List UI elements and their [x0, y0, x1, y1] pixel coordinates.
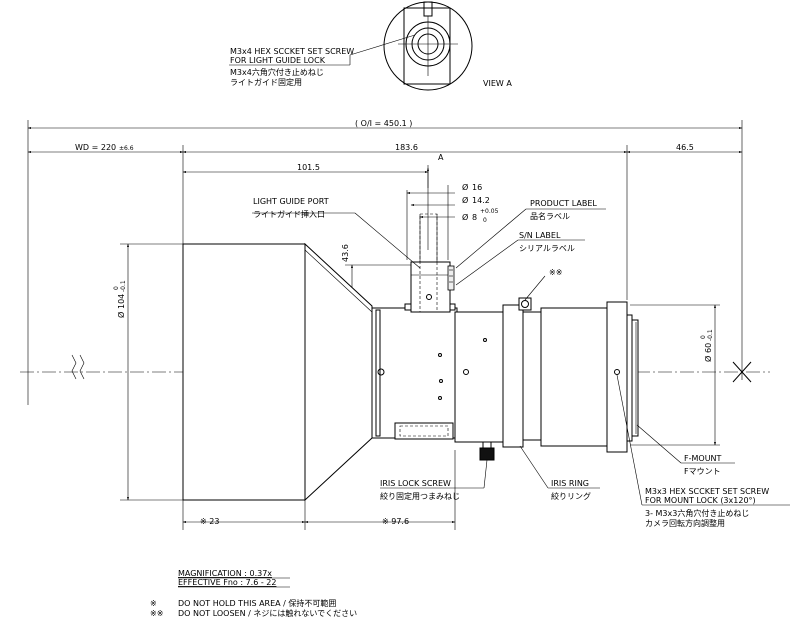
- dim-8: 8: [472, 213, 477, 222]
- dim-16: 16: [472, 183, 482, 192]
- arrow-a-label: A: [438, 153, 444, 162]
- dim-8-tol-hi: +0.05: [480, 208, 499, 215]
- dim-phi-104-group: Ø 104 0 -0.1: [113, 280, 127, 318]
- phi-symbol-1: Ø: [462, 182, 468, 192]
- dim-14-2: 14.2: [472, 196, 490, 205]
- view-a-screw-label-1: M3x4 HEX SCCKET SET SCREW: [230, 47, 354, 56]
- notes-block: MAGNIFICATION : 0.37x EFFECTIVE Fno : 7.…: [150, 569, 357, 618]
- iris-lock-screw-label-jp: 絞り固定用つまみねじ: [380, 491, 460, 501]
- sn-label-callout: S/N LABEL: [519, 231, 561, 240]
- dim-101-5: 101.5: [297, 163, 320, 172]
- callout-leaders: [252, 208, 790, 506]
- light-guide-port-label-jp: ライトガイド挿入口: [253, 209, 325, 219]
- dim-wd-tol: ±6.6: [119, 145, 134, 152]
- dim-8-tol-lo: 0: [483, 217, 487, 224]
- dim-phi-60-group: Ø 60 0 -0.1: [700, 329, 714, 362]
- dim-104-tol-lo: -0.1: [120, 280, 127, 292]
- dim-60: 60: [704, 343, 713, 353]
- do-not-loosen-note: DO NOT LOOSEN / ネジには触れないでください: [178, 608, 357, 618]
- dim-23: ※ 23: [200, 517, 219, 526]
- do-not-loosen-mark: ※※: [549, 268, 562, 277]
- dim-183-6: 183.6: [395, 143, 418, 152]
- product-label-callout: PRODUCT LABEL: [530, 199, 597, 208]
- phi-symbol-104: Ø: [116, 312, 126, 318]
- mount-screw-label-2: FOR MOUNT LOCK (3x120°): [645, 496, 756, 505]
- dim-oi: ( O/I = 450.1 ): [355, 119, 412, 128]
- dim-60-tol-lo: -0.1: [707, 329, 714, 341]
- phi-symbol-60: Ø: [703, 356, 713, 362]
- mount-screw-label-jp-2: カメラ回転方向調整用: [645, 518, 725, 528]
- view-a-screw-label-jp-2: ライトガイド固定用: [230, 77, 302, 87]
- dim-60-tol-hi: 0: [700, 335, 707, 339]
- iris-ring-label-jp: 絞りリング: [551, 491, 591, 501]
- dim-104-tol-hi: 0: [113, 286, 120, 290]
- dim-43-6: 43.6: [341, 244, 350, 262]
- iris-lock-screw-label: IRIS LOCK SCREW: [380, 479, 451, 488]
- dim-wd: WD = 220: [75, 143, 116, 152]
- light-guide-port-label: LIGHT GUIDE PORT: [253, 197, 329, 206]
- dimension-lines: [27, 120, 743, 530]
- product-label-callout-jp: 品名ラベル: [530, 211, 570, 221]
- view-a-title: VIEW A: [483, 79, 512, 88]
- phi-symbol-2: Ø: [462, 195, 468, 205]
- view-a-screw-label-2: FOR LIGHT GUIDE LOCK: [230, 56, 326, 65]
- mount-screw-label-1: M3x3 HEX SCCKET SET SCREW: [645, 487, 769, 496]
- sn-label-callout-jp: シリアルラベル: [519, 244, 575, 253]
- dim-104: 104: [117, 294, 126, 309]
- do-not-hold-note: DO NOT HOLD THIS AREA / 保持不可範囲: [178, 598, 336, 608]
- mount-screw-label-jp-1: 3- M3x3六角穴付き止めねじ: [645, 508, 749, 518]
- dim-97-6: ※ 97.6: [382, 517, 409, 526]
- note-mark-2: ※※: [150, 609, 163, 618]
- iris-ring-label: IRIS RING: [551, 479, 589, 488]
- f-mount-label-jp: Fマウント: [684, 467, 721, 476]
- f-mount-label: F-MOUNT: [684, 454, 722, 463]
- lens-body: [20, 213, 770, 502]
- view-a-detail: [229, 1, 473, 91]
- phi-symbol-3: Ø: [462, 212, 468, 222]
- view-a-screw-label-jp-1: M3x4六角穴付き止めねじ: [230, 67, 324, 77]
- fno-note: EFFECTIVE Fno : 7.6 - 22: [178, 578, 276, 587]
- dim-46-5: 46.5: [676, 143, 694, 152]
- note-mark-1: ※: [150, 599, 157, 608]
- magnification-note: MAGNIFICATION : 0.37x: [178, 569, 272, 578]
